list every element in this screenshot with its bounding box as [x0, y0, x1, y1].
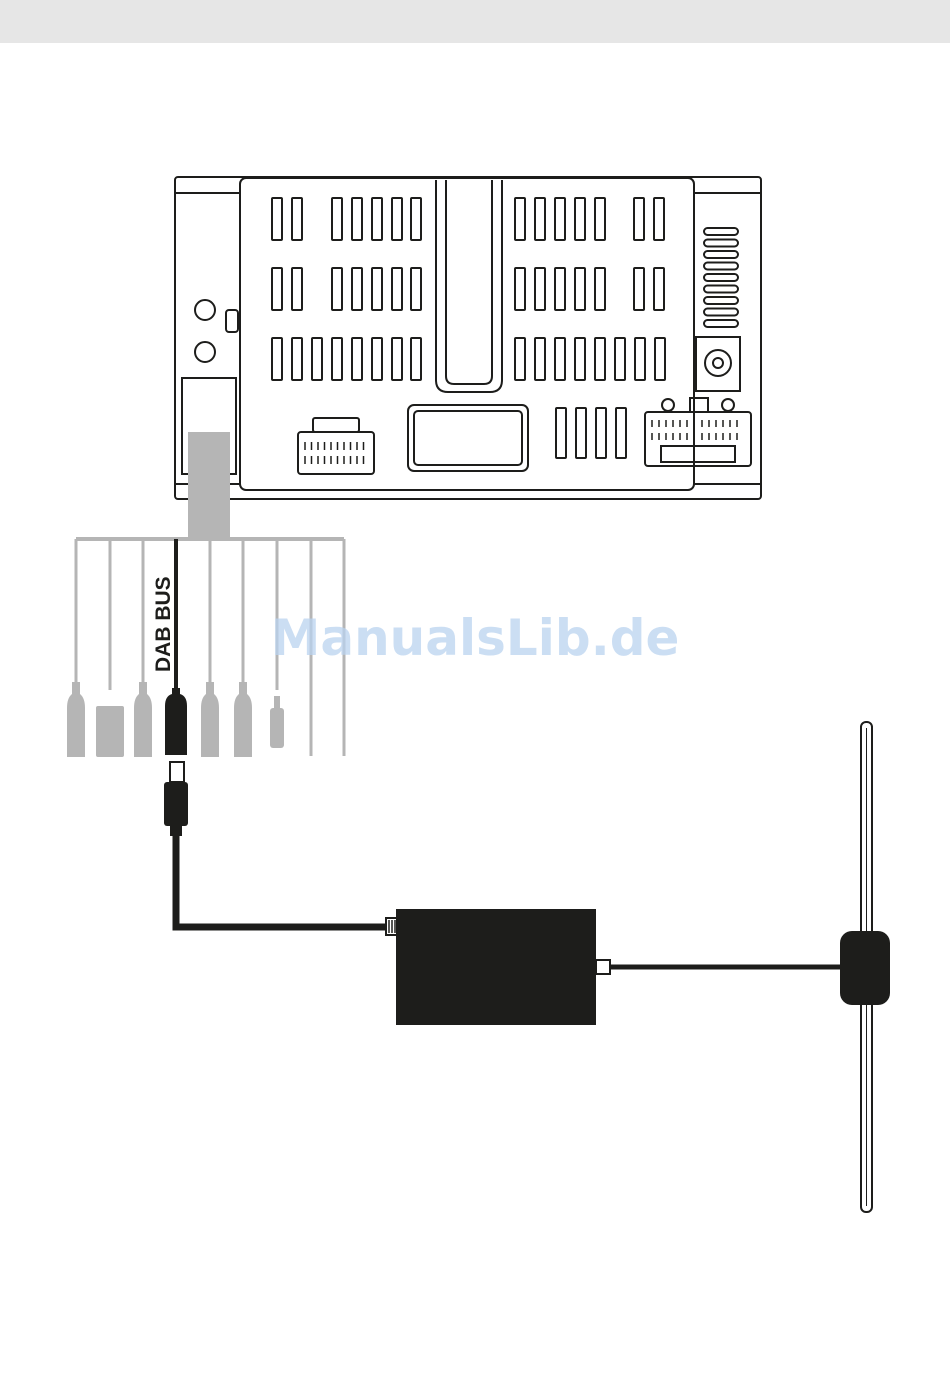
- fin: [704, 320, 738, 327]
- fin: [704, 309, 738, 316]
- left-clip: [226, 310, 238, 332]
- dab-bus-label: DAB BUS: [152, 576, 175, 672]
- mating-connector-neck: [170, 826, 182, 836]
- small-plug-tip: [274, 696, 280, 708]
- dab-bus-cable: [164, 762, 398, 935]
- fin: [704, 297, 738, 304]
- connector-plug: [96, 706, 124, 757]
- rca-plug: [234, 682, 252, 757]
- screw-icon: [722, 399, 734, 411]
- mount-hole-icon: [195, 300, 215, 320]
- head-unit-rear-panel: [175, 177, 761, 499]
- watermark: ManualsLib.de: [271, 609, 680, 667]
- fin: [704, 274, 738, 281]
- fin: [704, 263, 738, 270]
- small-plug: [270, 708, 284, 748]
- fin: [704, 228, 738, 235]
- rca-plug: [201, 682, 219, 757]
- mount-hole-icon: [195, 342, 215, 362]
- dab-bus-connector: [165, 688, 187, 755]
- module-antenna-port: [596, 960, 610, 974]
- rca-plug: [67, 682, 85, 757]
- fin: [704, 286, 738, 293]
- bundle-sleeve: [188, 432, 230, 540]
- antenna-socket-icon: [705, 350, 731, 376]
- mating-connector-body: [164, 782, 188, 826]
- mating-connector-tip: [170, 762, 184, 782]
- dab-module: [396, 909, 596, 1025]
- fin: [704, 240, 738, 247]
- dab-antenna: [840, 722, 890, 1212]
- antenna-amplifier: [840, 931, 890, 1005]
- dab-cable-line: [176, 836, 388, 927]
- rca-plug: [134, 682, 152, 757]
- antenna-socket-core: [713, 358, 723, 368]
- right-fins: [704, 228, 738, 327]
- fin: [704, 251, 738, 258]
- antenna-socket-frame: [696, 337, 740, 391]
